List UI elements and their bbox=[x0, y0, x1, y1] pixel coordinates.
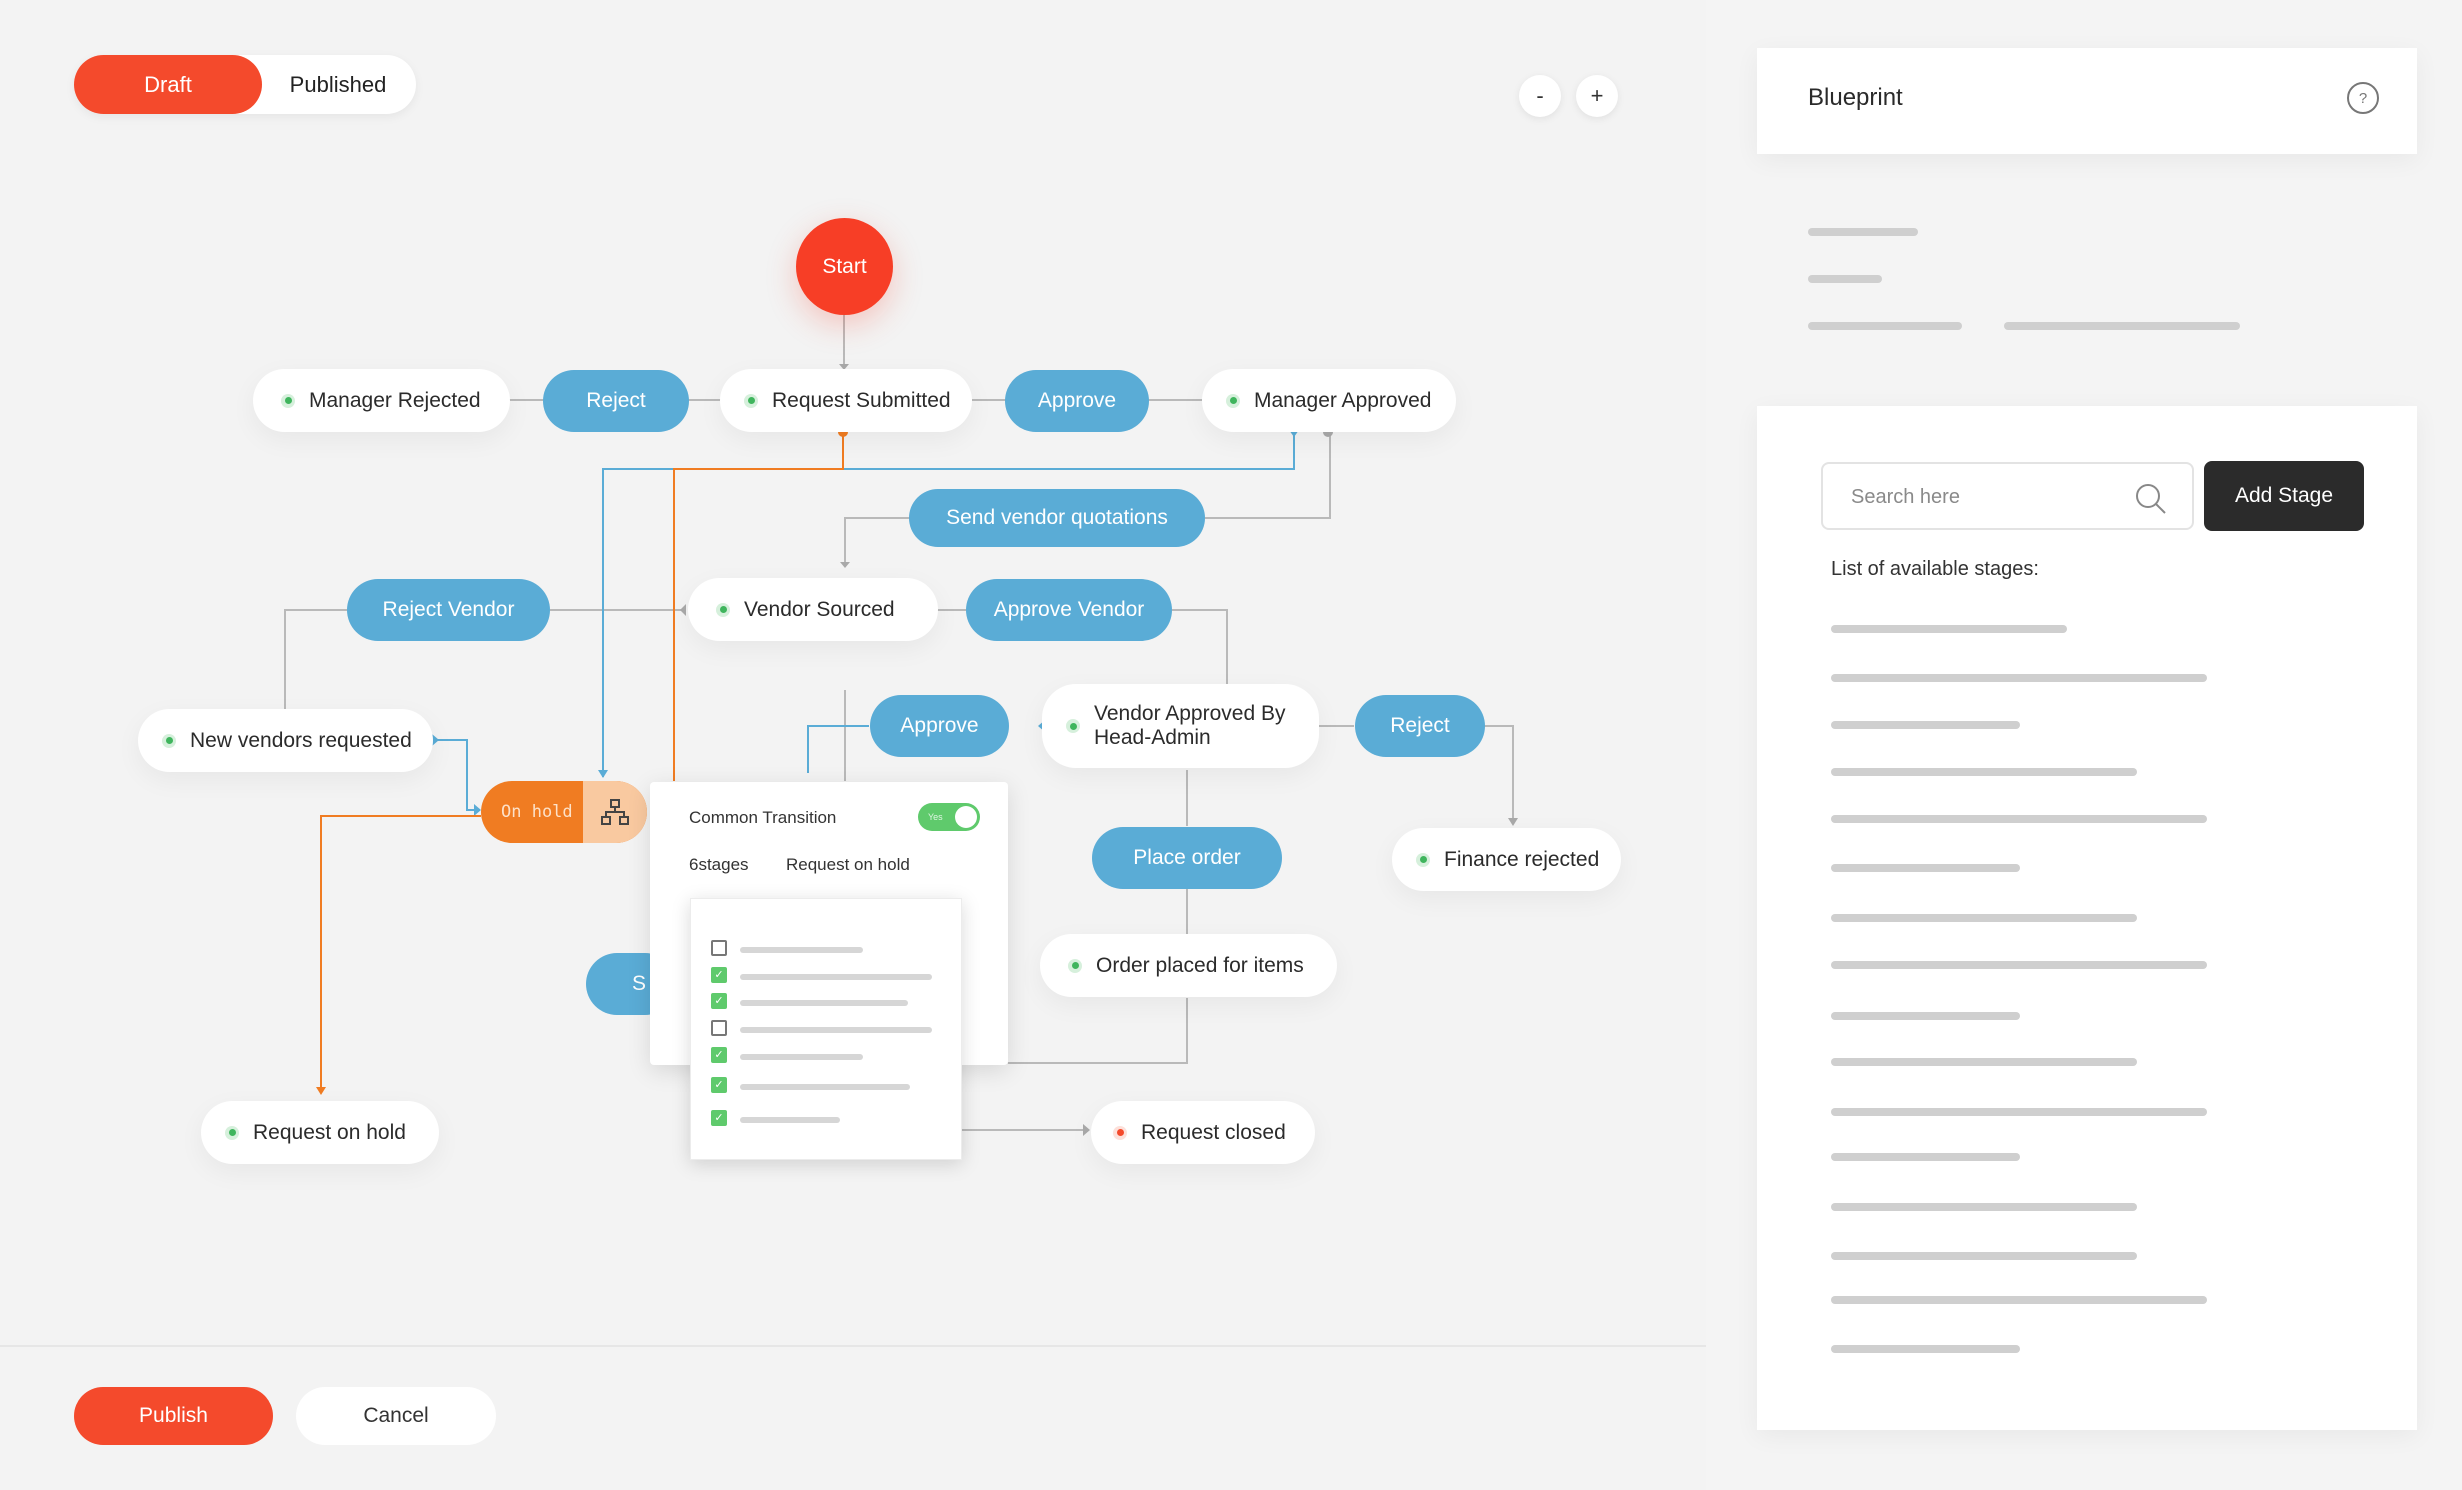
switch-knob bbox=[955, 806, 977, 828]
stage-vendor-approved-head-admin[interactable]: Vendor Approved By Head-Admin bbox=[1042, 684, 1319, 768]
stage-list-item[interactable] bbox=[1831, 625, 2067, 633]
hierarchy-icon[interactable] bbox=[583, 781, 647, 843]
stage-status-dot bbox=[162, 733, 176, 748]
switch-label: Yes bbox=[928, 812, 943, 822]
stage-search-field[interactable] bbox=[1821, 462, 2194, 530]
placeholder-line bbox=[1808, 228, 1918, 236]
checklist-checkbox[interactable]: ✓ bbox=[711, 1047, 727, 1063]
stage-list-item[interactable] bbox=[1831, 914, 2137, 922]
stage-order-placed[interactable]: Order placed for items bbox=[1040, 934, 1337, 997]
stage-label: New vendors requested bbox=[190, 728, 412, 752]
stage-list-item[interactable] bbox=[1831, 1012, 2020, 1020]
popup-stage-name: Request on hold bbox=[786, 855, 910, 874]
published-tab[interactable]: Published bbox=[289, 71, 387, 97]
help-icon[interactable]: ? bbox=[2347, 82, 2379, 114]
stage-request-submitted[interactable]: Request Submitted bbox=[720, 369, 972, 432]
stage-vendor-sourced[interactable]: Vendor Sourced bbox=[688, 578, 938, 641]
stage-list-item[interactable] bbox=[1831, 864, 2020, 872]
cancel-button[interactable]: Cancel bbox=[296, 1387, 496, 1445]
stage-list-item[interactable] bbox=[1831, 721, 2020, 729]
transition-reject[interactable]: Reject bbox=[543, 370, 689, 432]
stage-status-dot bbox=[744, 393, 758, 408]
placeholder-line bbox=[1808, 275, 1882, 283]
stage-label: Request closed bbox=[1141, 1120, 1286, 1144]
stage-status-dot bbox=[281, 393, 295, 408]
stage-status-dot bbox=[1416, 852, 1430, 867]
stage-label-line1: Vendor Approved By bbox=[1094, 702, 1286, 725]
stage-label: Manager Rejected bbox=[309, 388, 481, 412]
checklist-line bbox=[740, 974, 932, 980]
stage-list-item[interactable] bbox=[1831, 674, 2207, 682]
stage-label: Order placed for items bbox=[1096, 953, 1304, 977]
checklist-line bbox=[740, 1000, 908, 1006]
checklist-line bbox=[740, 947, 863, 953]
stage-label: Request Submitted bbox=[772, 388, 951, 412]
checklist-checkbox[interactable] bbox=[711, 940, 727, 956]
search-icon[interactable] bbox=[2134, 482, 2168, 516]
footer-bar bbox=[0, 1345, 1706, 1490]
stage-list-item[interactable] bbox=[1831, 1203, 2137, 1211]
stage-list-item[interactable] bbox=[1831, 1296, 2207, 1304]
placeholder-line bbox=[1808, 322, 1962, 330]
stage-status-dot bbox=[1066, 719, 1080, 733]
flow-connectors bbox=[284, 315, 1518, 1136]
stage-label: Vendor Approved By Head-Admin bbox=[1094, 702, 1285, 750]
stage-list-item[interactable] bbox=[1831, 1108, 2207, 1116]
stage-status-dot bbox=[716, 602, 730, 617]
transition-place-order[interactable]: Place order bbox=[1092, 827, 1282, 889]
popup-stage-count: 6stages bbox=[689, 855, 749, 874]
draft-published-toggle: Draft Published bbox=[74, 55, 416, 114]
stage-list-item[interactable] bbox=[1831, 1252, 2137, 1260]
stage-status-dot bbox=[1113, 1125, 1127, 1140]
stage-label: Finance rejected bbox=[1444, 847, 1600, 871]
stage-list-item[interactable] bbox=[1831, 961, 2207, 969]
stage-status-dot bbox=[1068, 958, 1082, 973]
sidebar-title: Blueprint bbox=[1808, 84, 1903, 111]
checklist-line bbox=[740, 1117, 840, 1123]
stage-label: Vendor Sourced bbox=[744, 597, 895, 621]
transition-approve-vendor[interactable]: Approve Vendor bbox=[966, 579, 1172, 641]
transition-reject-finance[interactable]: Reject bbox=[1355, 695, 1485, 757]
popup-title: Common Transition bbox=[689, 808, 837, 827]
stage-label: Manager Approved bbox=[1254, 388, 1432, 412]
search-placeholder: Search here bbox=[1851, 486, 1960, 508]
checklist-line bbox=[740, 1054, 863, 1060]
zoom-out-button[interactable]: - bbox=[1519, 75, 1561, 117]
transition-reject-vendor[interactable]: Reject Vendor bbox=[347, 579, 550, 641]
stage-manager-approved[interactable]: Manager Approved bbox=[1202, 369, 1456, 432]
stage-list-item[interactable] bbox=[1831, 815, 2207, 823]
stage-new-vendors-requested[interactable]: New vendors requested bbox=[138, 709, 433, 772]
stages-list-title: List of available stages: bbox=[1831, 558, 2039, 580]
checklist-checkbox[interactable]: ✓ bbox=[711, 1077, 727, 1093]
checklist-line bbox=[740, 1084, 910, 1090]
checklist-line bbox=[740, 1027, 932, 1033]
stage-request-on-hold[interactable]: Request on hold bbox=[201, 1101, 439, 1164]
stage-status-dot bbox=[1226, 393, 1240, 408]
zoom-in-button[interactable]: + bbox=[1576, 75, 1618, 117]
stage-finance-rejected[interactable]: Finance rejected bbox=[1392, 828, 1621, 891]
transition-approve[interactable]: Approve bbox=[1005, 370, 1149, 432]
stage-status-dot bbox=[225, 1125, 239, 1140]
blueprint-header-card bbox=[1757, 48, 2417, 154]
stage-list-item[interactable] bbox=[1831, 768, 2137, 776]
transition-approve-head-admin[interactable]: Approve bbox=[870, 695, 1009, 757]
publish-button[interactable]: Publish bbox=[74, 1387, 273, 1445]
stage-request-closed[interactable]: Request closed bbox=[1091, 1101, 1315, 1164]
stage-list-item[interactable] bbox=[1831, 1345, 2020, 1353]
stage-label-line2: Head-Admin bbox=[1094, 726, 1211, 749]
checklist-checkbox[interactable]: ✓ bbox=[711, 1110, 727, 1126]
stage-manager-rejected[interactable]: Manager Rejected bbox=[253, 369, 510, 432]
stage-label: Request on hold bbox=[253, 1120, 406, 1144]
placeholder-line bbox=[2004, 322, 2240, 330]
add-stage-button[interactable]: Add Stage bbox=[2204, 461, 2364, 531]
draft-tab[interactable]: Draft bbox=[74, 55, 262, 114]
checklist-checkbox[interactable]: ✓ bbox=[711, 993, 727, 1009]
checklist-checkbox[interactable]: ✓ bbox=[711, 967, 727, 983]
stage-list-item[interactable] bbox=[1831, 1058, 2137, 1066]
transition-send-vendor-quotations[interactable]: Send vendor quotations bbox=[909, 489, 1205, 547]
stage-list-item[interactable] bbox=[1831, 1153, 2020, 1161]
start-node[interactable]: Start bbox=[796, 218, 893, 315]
checklist-checkbox[interactable] bbox=[711, 1020, 727, 1036]
